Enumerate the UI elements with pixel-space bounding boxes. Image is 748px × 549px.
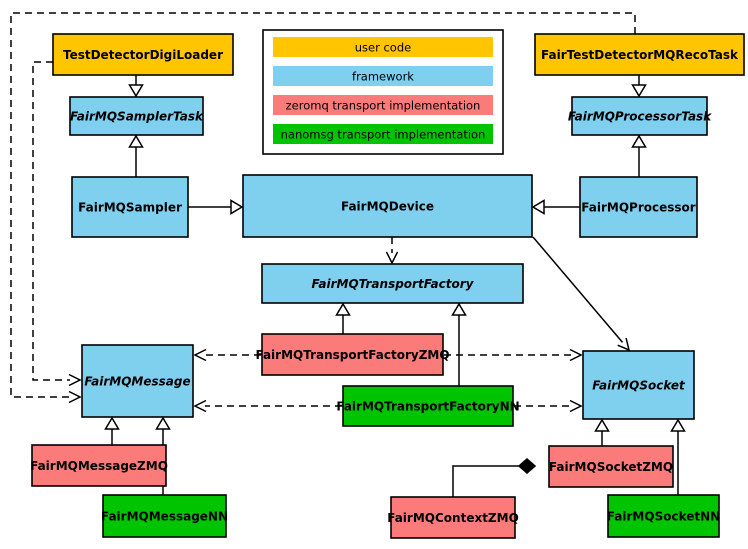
class-node-FairMQMessageNN[interactable]: FairMQMessageNN bbox=[101, 494, 228, 538]
class-node-label: FairMQSampler bbox=[78, 201, 182, 215]
class-node-label: FairMQTransportFactoryZMQ bbox=[255, 348, 449, 362]
class-node-FairMQMessage[interactable]: FairMQMessage bbox=[81, 344, 194, 418]
class-node-FairTestDetectorMQRecoTask[interactable]: FairTestDetectorMQRecoTask bbox=[534, 33, 745, 76]
edges-layer bbox=[10, 12, 686, 497]
class-node-FairMQTransportFactory[interactable]: FairMQTransportFactory bbox=[261, 263, 524, 304]
class-node-label: FairMQContextZMQ bbox=[387, 511, 519, 525]
class-node-FairMQMessageZMQ[interactable]: FairMQMessageZMQ bbox=[30, 444, 168, 487]
class-node-label: FairMQSocket bbox=[592, 379, 686, 393]
legend-panel: user code framework zeromq transport imple… bbox=[262, 29, 504, 155]
legend-item: framework bbox=[273, 66, 493, 86]
edge-FairMQTransportFactoryNN-to-FairMQSocket bbox=[514, 399, 583, 413]
edge-FairMQProcessor-to-FairMQDevice bbox=[531, 199, 580, 215]
legend-item-label: nanomsg transport implementation bbox=[281, 128, 486, 142]
edge-FairTestDetectorMQRecoTask-to-FairMQProcessorTask bbox=[631, 75, 647, 98]
class-node-FairMQTransportFactoryZMQ[interactable]: FairMQTransportFactoryZMQ bbox=[255, 333, 450, 376]
edge-TestDetectorDigiLoader-to-FairMQMessage bbox=[32, 61, 82, 387]
edge-FairMQDevice-to-FairMQTransportFactory bbox=[385, 237, 399, 265]
edge-FairMQSocketZMQ-to-FairMQSocket bbox=[594, 418, 610, 446]
class-node-label: FairMQProcessor bbox=[581, 201, 696, 215]
class-node-label: FairMQSamplerTask bbox=[70, 110, 204, 124]
edge-FairMQMessageZMQ-to-FairMQMessage bbox=[104, 416, 120, 445]
class-node-label: FairTestDetectorMQRecoTask bbox=[541, 48, 739, 62]
class-node-label: FairMQSocketNN bbox=[607, 510, 720, 524]
edge-FairMQDevice-to-FairMQSocket bbox=[532, 236, 631, 352]
edge-TestDetectorDigiLoader-to-FairMQSamplerTask bbox=[128, 75, 144, 98]
class-node-FairMQSocket[interactable]: FairMQSocket bbox=[582, 350, 695, 420]
class-node-label: TestDetectorDigiLoader bbox=[63, 48, 223, 62]
class-node-label: FairMQDevice bbox=[341, 200, 434, 214]
legend-item: zeromq transport implementation bbox=[273, 95, 493, 115]
class-node-FairMQTransportFactoryNN[interactable]: FairMQTransportFactoryNN bbox=[336, 385, 520, 427]
edge-FairMQTransportFactoryZMQ-to-FairMQTransportFactory bbox=[335, 302, 351, 334]
class-node-FairMQSampler[interactable]: FairMQSampler bbox=[71, 176, 189, 238]
class-node-label: FairMQTransportFactory bbox=[312, 277, 475, 291]
edge-FairMQSampler-to-FairMQSamplerTask bbox=[128, 134, 144, 177]
edge-FairMQTransportFactoryZMQ-to-FairMQSocket bbox=[444, 348, 583, 362]
edge-FairMQSampler-to-FairMQDevice bbox=[188, 199, 244, 215]
class-node-FairMQContextZMQ[interactable]: FairMQContextZMQ bbox=[387, 496, 519, 539]
class-node-label: FairMQMessageNN bbox=[101, 510, 228, 524]
legend-item-label: framework bbox=[352, 70, 414, 84]
edge-FairMQProcessor-to-FairMQProcessorTask bbox=[631, 134, 647, 177]
class-node-TestDetectorDigiLoader[interactable]: TestDetectorDigiLoader bbox=[52, 33, 234, 76]
class-node-FairMQSocketNN[interactable]: FairMQSocketNN bbox=[607, 494, 720, 538]
class-node-FairMQProcessor[interactable]: FairMQProcessor bbox=[579, 176, 698, 238]
class-node-FairMQSocketZMQ[interactable]: FairMQSocketZMQ bbox=[548, 445, 674, 488]
class-node-label: FairMQTransportFactoryNN bbox=[336, 400, 519, 414]
class-node-label: FairMQProcessorTask bbox=[568, 110, 712, 124]
edge-FairMQTransportFactoryNN-to-FairMQTransportFactory bbox=[451, 302, 467, 386]
class-node-label: FairMQSocketZMQ bbox=[549, 460, 673, 474]
class-node-FairMQSamplerTask[interactable]: FairMQSamplerTask bbox=[69, 96, 204, 136]
edge-FairMQContextZMQ-to-FairMQSocketZMQ bbox=[452, 458, 537, 497]
edge-FairTestDetectorMQRecoTask-to-FairMQMessage bbox=[10, 12, 636, 404]
class-node-FairMQDevice[interactable]: FairMQDevice bbox=[242, 174, 533, 238]
edge-FairMQTransportFactoryNN-to-FairMQMessage bbox=[193, 399, 342, 413]
class-node-label: FairMQMessage bbox=[84, 375, 190, 389]
edge-FairMQTransportFactoryZMQ-to-FairMQMessage bbox=[193, 348, 261, 362]
nodes-layer: TestDetectorDigiLoaderFairMQSamplerTaskF… bbox=[30, 33, 745, 539]
legend-item: user code bbox=[273, 37, 493, 57]
legend-item-label: zeromq transport implementation bbox=[286, 99, 481, 113]
legend-item: nanomsg transport implementation bbox=[273, 124, 493, 144]
edge-FairMQSocketNN-to-FairMQSocket bbox=[670, 418, 686, 495]
legend-item-label: user code bbox=[355, 41, 411, 55]
class-node-FairMQProcessorTask[interactable]: FairMQProcessorTask bbox=[568, 96, 712, 136]
class-node-label: FairMQMessageZMQ bbox=[30, 459, 168, 473]
